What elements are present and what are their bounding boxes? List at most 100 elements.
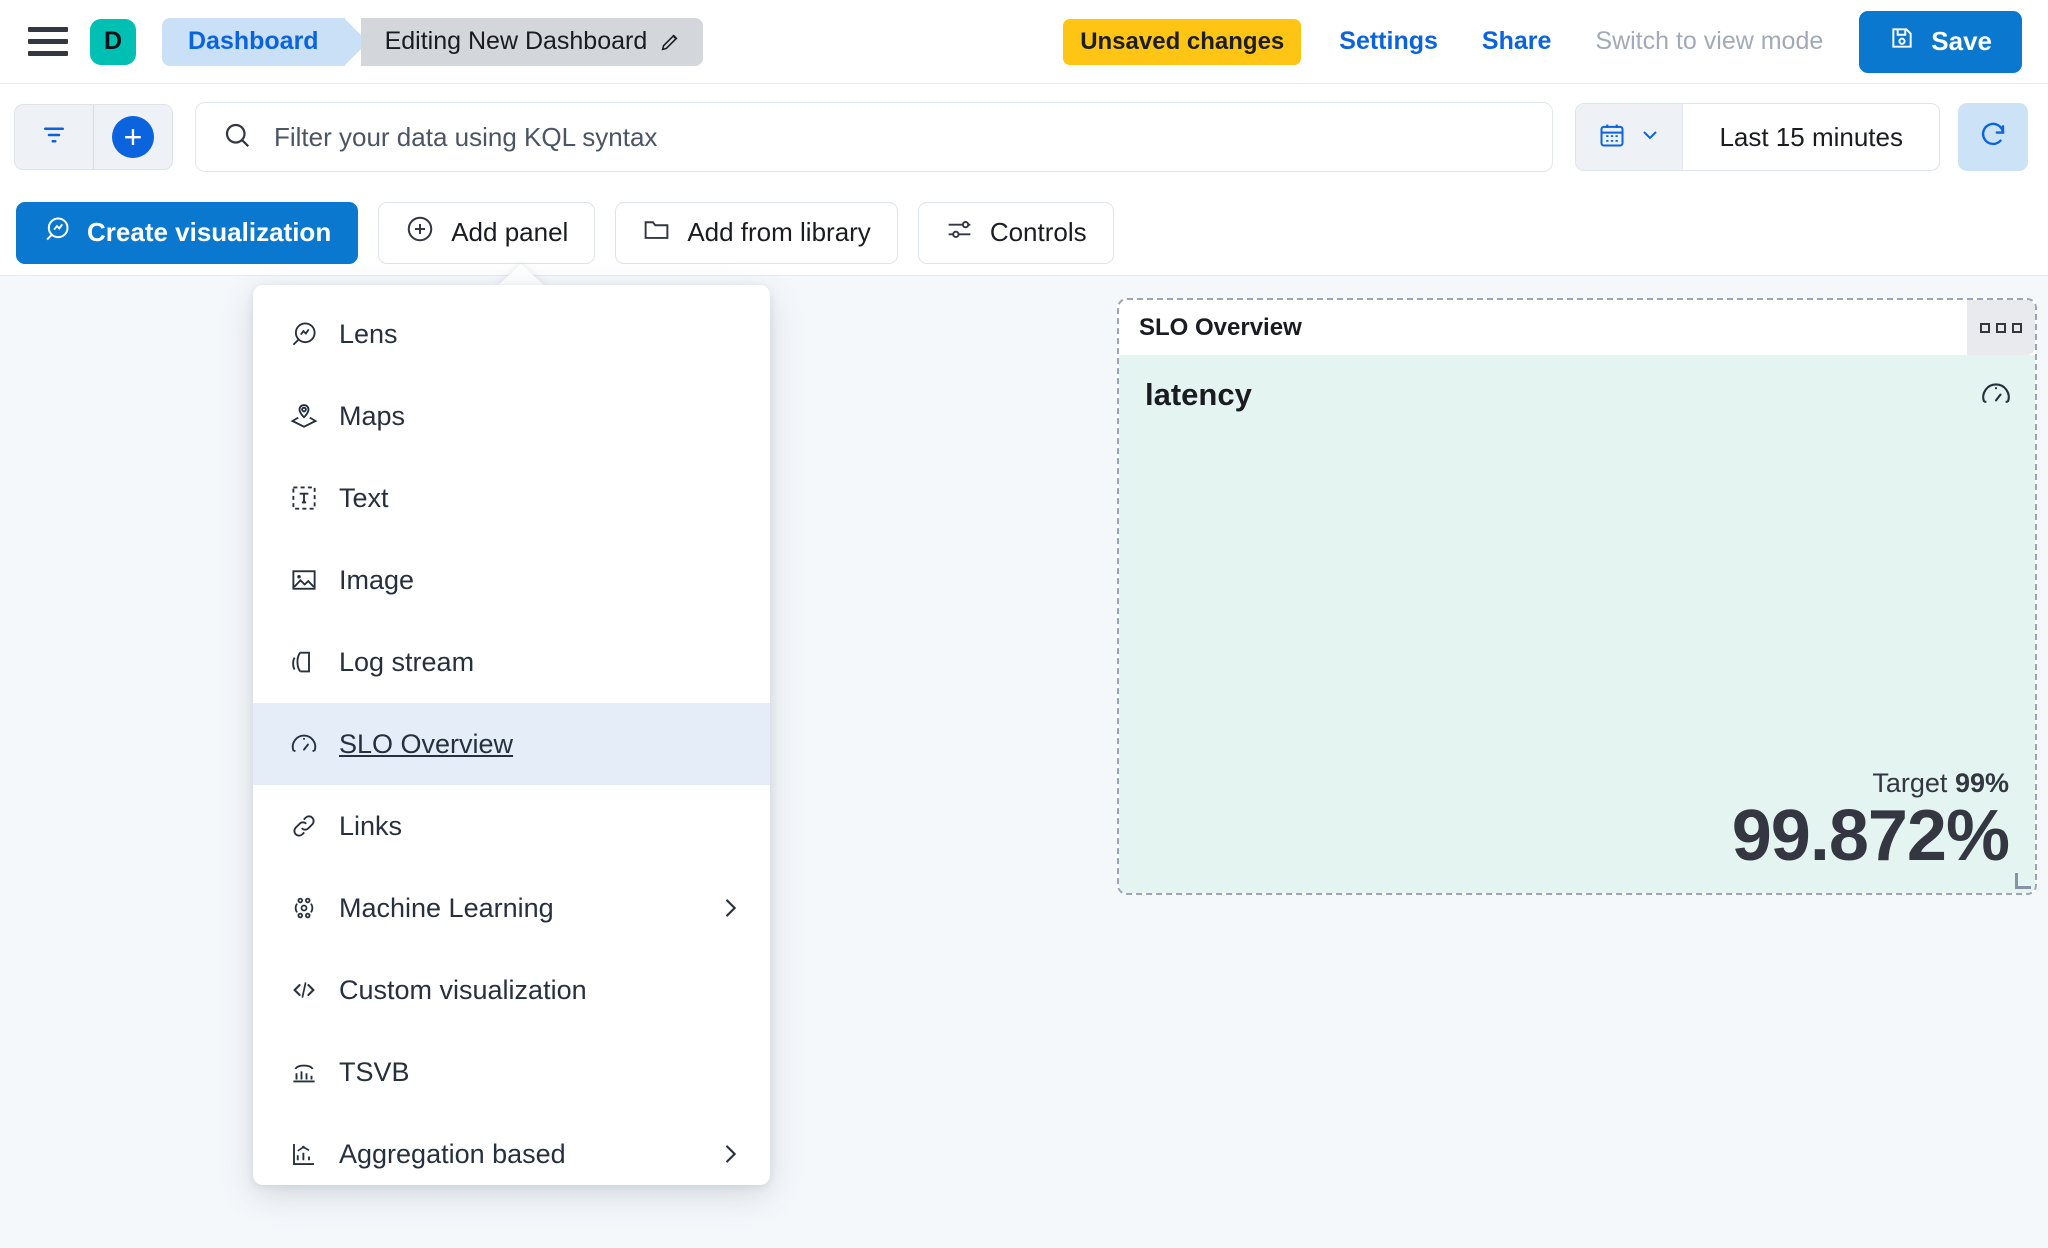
menu-item-label: Log stream (339, 646, 475, 677)
search-input[interactable]: Filter your data using KQL syntax (195, 102, 1554, 172)
controls-icon (945, 215, 974, 251)
link-icon (289, 811, 335, 841)
text-icon (289, 483, 335, 513)
chevron-right-icon (716, 894, 744, 922)
breadcrumb-label: Editing New Dashboard (384, 27, 648, 55)
slo-value: 99.872% (1731, 796, 2010, 877)
dot-icon (1980, 322, 1990, 333)
menu-item-label: Lens (339, 318, 398, 349)
create-visualization-label: Create visualization (87, 217, 332, 247)
controls-button[interactable]: Controls (917, 201, 1114, 264)
chevron-right-icon (716, 1140, 744, 1168)
menu-item-label: Links (339, 810, 403, 841)
add-filter-button[interactable] (94, 105, 172, 169)
save-button-label: Save (1931, 26, 1992, 56)
dashboard-panel-slo-overview[interactable]: SLO Overview latency Target 99% 99.872% (1117, 298, 2037, 895)
breadcrumb-item-dashboard[interactable]: Dashboard (162, 17, 368, 66)
create-visualization-button[interactable]: Create visualization (16, 201, 359, 264)
panel-header: SLO Overview (1119, 300, 2035, 355)
date-range-value[interactable]: Last 15 minutes (1719, 121, 1903, 152)
slo-name: latency (1145, 377, 1252, 412)
settings-link[interactable]: Settings (1339, 27, 1438, 55)
calendar-dropdown-button[interactable] (1576, 104, 1684, 170)
menu-item-aggregation-based[interactable]: Aggregation based (253, 1113, 770, 1195)
gauge-icon (1979, 377, 2013, 416)
plus-circle-icon (112, 116, 154, 158)
save-icon (1889, 25, 1915, 58)
filter-group (14, 104, 173, 170)
menu-item-label: Custom visualization (339, 974, 587, 1005)
dot-icon (1996, 322, 2006, 333)
menu-item-slo-overview[interactable]: SLO Overview (253, 703, 770, 785)
image-icon (289, 565, 335, 595)
dashboard-toolbar: Create visualization Add panel Add from … (0, 190, 2048, 276)
search-icon (222, 120, 252, 155)
slo-target-value: 99% (1954, 768, 2009, 799)
breadcrumb-label: Dashboard (188, 27, 319, 55)
gauge-icon (289, 729, 335, 759)
menu-item-label: Maps (339, 400, 406, 431)
code-icon (289, 975, 335, 1005)
switch-to-view-mode-link[interactable]: Switch to view mode (1595, 27, 1824, 55)
date-picker[interactable]: Last 15 minutes (1575, 103, 1940, 171)
menu-item-label: TSVB (339, 1056, 410, 1087)
plus-circle-outline-icon (405, 214, 435, 251)
share-link[interactable]: Share (1481, 27, 1552, 55)
menu-item-maps[interactable]: Maps (253, 375, 770, 457)
menu-item-log-stream[interactable]: Log stream (253, 621, 770, 703)
menu-item-tsvb[interactable]: TSVB (253, 1031, 770, 1113)
menu-item-custom-visualization[interactable]: Custom visualization (253, 949, 770, 1031)
controls-label: Controls (989, 217, 1087, 247)
folder-icon (642, 215, 671, 251)
lens-icon (289, 319, 335, 349)
filter-icon (39, 120, 69, 155)
query-bar: Filter your data using KQL syntax Last 1… (0, 84, 2048, 190)
popover-arrow (495, 264, 547, 288)
tsvb-icon (289, 1057, 335, 1087)
menu-item-label: Aggregation based (339, 1138, 566, 1169)
panel-resize-handle[interactable] (2015, 873, 2031, 889)
slo-target-label: Target (1872, 768, 1948, 799)
menu-item-text[interactable]: Text (253, 457, 770, 539)
add-panel-label: Add panel (451, 217, 569, 247)
status-badge: Unsaved changes (1063, 18, 1302, 65)
save-button[interactable]: Save (1859, 10, 2022, 73)
pencil-icon[interactable] (659, 31, 681, 53)
menu-item-label: Machine Learning (339, 892, 554, 923)
slo-target: Target 99% (1732, 768, 2009, 799)
search-placeholder: Filter your data using KQL syntax (274, 121, 658, 152)
menu-item-links[interactable]: Links (253, 785, 770, 867)
add-panel-menu: Lens Maps Text Image (253, 285, 770, 1185)
avatar[interactable]: D (90, 18, 136, 65)
refresh-button[interactable] (1958, 103, 2028, 171)
menu-item-label: Text (339, 482, 389, 513)
filter-options-button[interactable] (15, 105, 93, 169)
add-from-library-label: Add from library (687, 217, 871, 247)
breadcrumb: Dashboard Editing New Dashboard (162, 17, 704, 66)
breadcrumb-item-editing[interactable]: Editing New Dashboard (360, 17, 704, 66)
calendar-icon (1598, 121, 1626, 154)
menu-item-machine-learning[interactable]: Machine Learning (253, 867, 770, 949)
add-from-library-button[interactable]: Add from library (615, 201, 898, 264)
log-stream-icon (289, 647, 335, 677)
refresh-icon (1978, 120, 2008, 155)
aggregation-icon (289, 1139, 335, 1169)
add-panel-button[interactable]: Add panel (378, 201, 596, 264)
dot-icon (2012, 322, 2022, 333)
menu-item-lens[interactable]: Lens (253, 293, 770, 375)
panel-title: SLO Overview (1139, 313, 1302, 341)
menu-item-label: Image (339, 564, 415, 595)
panel-body: latency Target 99% 99.872% (1119, 355, 2035, 893)
top-header: D Dashboard Editing New Dashboard Unsave… (0, 0, 2048, 84)
slo-metrics: Target 99% 99.872% (1731, 768, 2010, 877)
header-actions: Unsaved changes Settings Share Switch to… (1063, 10, 2048, 73)
hamburger-menu-icon[interactable] (28, 25, 68, 59)
panel-context-menu-button[interactable] (1967, 300, 2035, 355)
lens-icon (43, 215, 71, 250)
divider (93, 105, 94, 169)
menu-item-image[interactable]: Image (253, 539, 770, 621)
menu-item-label: SLO Overview (339, 728, 514, 759)
chevron-down-icon (1638, 123, 1662, 152)
maps-icon (289, 401, 335, 431)
avatar-letter: D (103, 27, 123, 55)
